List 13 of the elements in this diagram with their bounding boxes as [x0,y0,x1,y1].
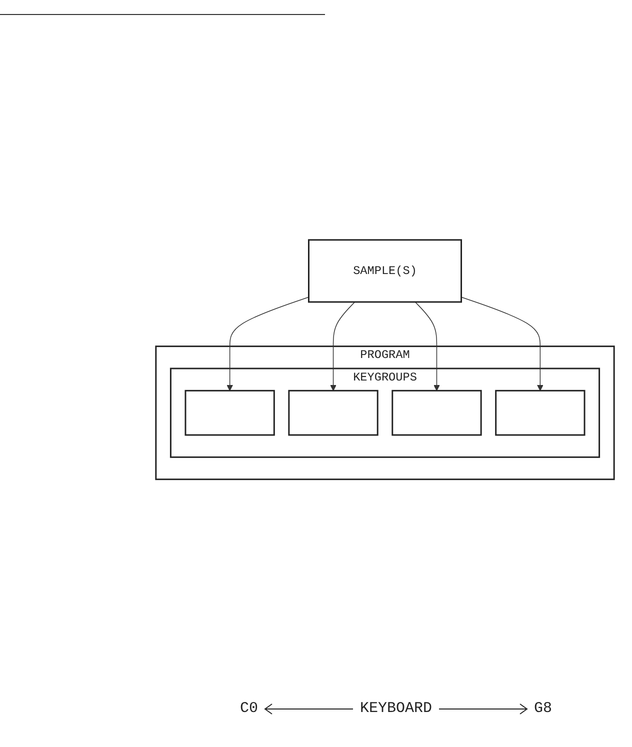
arrow [226,297,310,392]
arrow [414,302,440,392]
keyboard-range-label: G8 [534,700,552,717]
node-box [184,390,275,436]
node-box [495,390,586,436]
cluster: KEYGROUPS [170,368,600,458]
arrow [330,302,356,392]
node-box [288,390,378,436]
keyboard-range-label: KEYBOARD [360,700,432,717]
arrow [460,297,544,392]
node-box: SAMPLE(S) [308,240,462,304]
node-box [392,390,482,436]
keyboard-range-label: C0 [240,700,258,717]
